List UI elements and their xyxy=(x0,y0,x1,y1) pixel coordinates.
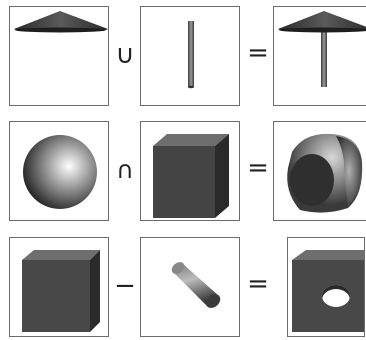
cube-with-hole-icon xyxy=(292,250,364,332)
rounded-cube-icon xyxy=(287,133,363,213)
operator-intersection: ∩ xyxy=(116,156,134,184)
operand-a-panel-row1 xyxy=(9,6,109,106)
result-panel-row1 xyxy=(273,6,366,106)
result-panel-row2 xyxy=(273,121,366,221)
operator-union: ∪ xyxy=(115,40,135,70)
cube-icon xyxy=(22,250,100,332)
operator-difference: − xyxy=(114,271,136,301)
operand-b-panel-row2 xyxy=(140,121,240,221)
sphere-icon xyxy=(23,135,97,209)
equals-sign-row3: = xyxy=(247,269,269,299)
cone-canopy-icon xyxy=(14,11,108,33)
operand-b-panel-row3 xyxy=(140,237,240,337)
equals-sign-row2: = xyxy=(247,153,269,183)
operand-b-panel-row1 xyxy=(140,6,240,106)
result-panel-row3 xyxy=(287,237,365,337)
operand-a-panel-row2 xyxy=(9,121,109,221)
umbrella-icon xyxy=(278,11,366,87)
operand-a-panel-row3 xyxy=(9,237,109,337)
cube-icon xyxy=(153,134,229,218)
equals-sign-row1: = xyxy=(247,38,269,68)
rod-icon xyxy=(188,21,194,89)
cylinder-icon xyxy=(171,262,221,308)
